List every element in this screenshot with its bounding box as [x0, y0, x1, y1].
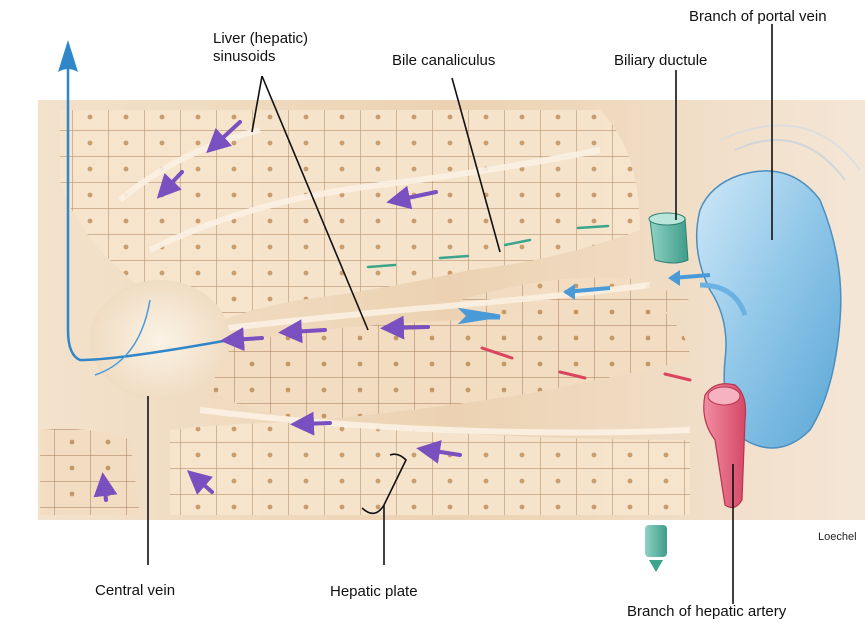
label-central-vein: Central vein — [95, 582, 175, 600]
flow-arrow-icon — [232, 338, 262, 340]
bile-drain-tube — [645, 525, 667, 557]
label-hepatic-plate: Hepatic plate — [330, 583, 418, 601]
central-vein-arrow-icon — [58, 40, 78, 72]
hepatic-artery-opening — [708, 387, 740, 405]
illustrator-credit: Loechel — [818, 531, 857, 543]
flow-arrow-icon — [290, 330, 325, 332]
biliary-ductule-opening — [649, 213, 685, 225]
central-vein — [90, 280, 230, 400]
flow-arrow-icon — [302, 423, 330, 424]
label-portal-vein: Branch of portal vein — [689, 8, 827, 26]
label-sinusoids-line1: Liver (hepatic) — [213, 30, 308, 48]
flow-arrow-icon — [104, 484, 106, 500]
label-biliary-ductule: Biliary ductule — [614, 52, 707, 70]
lower-left-plates — [40, 429, 140, 515]
label-sinusoids-line2: sinusoids — [213, 48, 276, 66]
bile-drain-arrow-icon — [649, 560, 663, 572]
label-bile-canaliculus: Bile canaliculus — [392, 52, 495, 70]
flow-arrow-icon — [392, 327, 428, 328]
label-hepatic-artery: Branch of hepatic artery — [627, 603, 786, 621]
